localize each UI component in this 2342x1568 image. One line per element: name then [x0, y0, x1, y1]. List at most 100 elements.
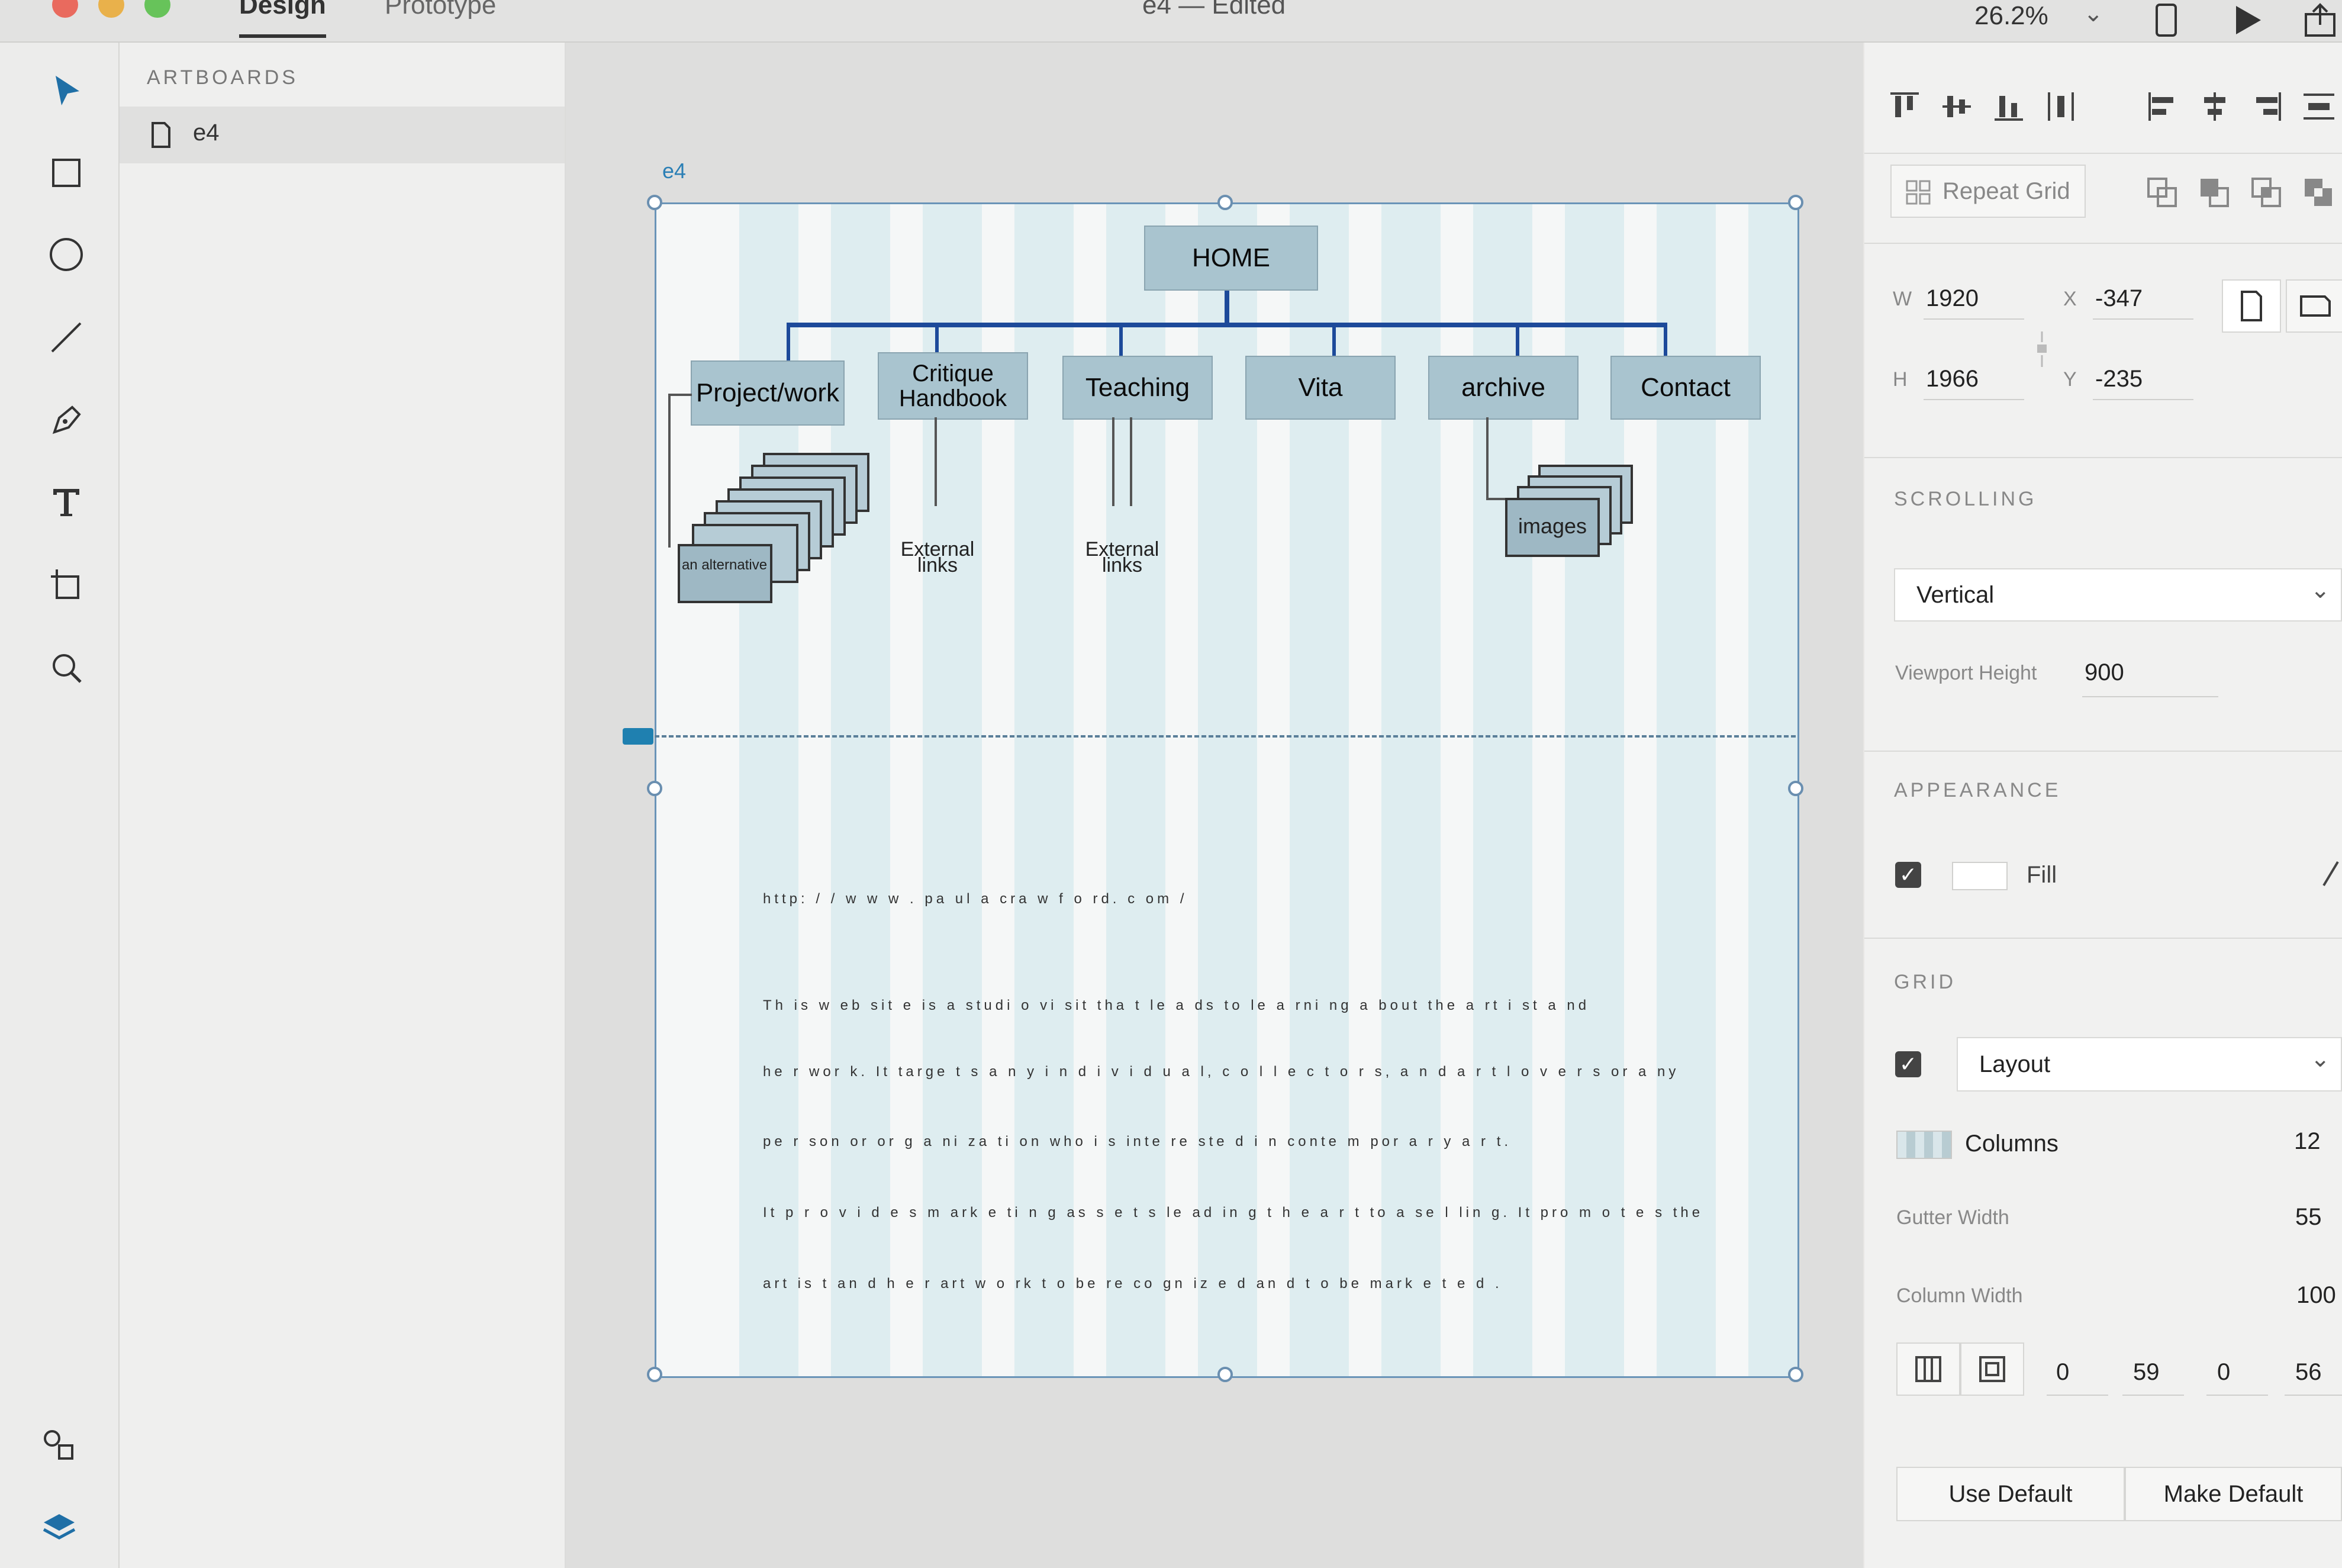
title-bar: Design Prototype e4 — Edited 26.2% ⌄: [0, 0, 2342, 43]
scrolling-select[interactable]: Vertical ⌄: [1894, 568, 2342, 622]
x-field[interactable]: -347: [2095, 285, 2143, 311]
portrait-icon: [2241, 291, 2262, 321]
use-default-button[interactable]: Use Default: [1896, 1467, 2125, 1521]
tab-prototype[interactable]: Prototype: [385, 0, 497, 20]
appearance-heading: APPEARANCE: [1894, 779, 2061, 801]
boolean-exclude-icon[interactable]: [2300, 174, 2338, 212]
device-preview-icon[interactable]: [2154, 2, 2178, 41]
branch-line: [935, 417, 937, 506]
play-icon[interactable]: [2231, 2, 2264, 41]
landscape-icon: [2300, 295, 2331, 317]
body-text-line: Th is w eb sit e is a studi o vi sit tha…: [763, 997, 1590, 1013]
zoom-icon[interactable]: [43, 644, 90, 691]
select-icon[interactable]: [43, 66, 90, 114]
zoom-window-button[interactable]: [144, 0, 170, 18]
images-label: images: [1518, 514, 1587, 538]
individual-margins-icon: [1979, 1356, 2005, 1382]
individual-margins-button[interactable]: [1960, 1342, 2024, 1396]
connector-line: [787, 323, 790, 362]
margin-left-field[interactable]: 56: [2295, 1359, 2322, 1385]
grid-heading: GRID: [1894, 971, 1956, 993]
pen-icon[interactable]: [43, 397, 90, 444]
sitemap-node-vita[interactable]: Vita: [1245, 356, 1396, 420]
resize-handle[interactable]: [647, 781, 662, 796]
width-field[interactable]: 1920: [1926, 285, 1979, 311]
layers-icon[interactable]: [36, 1505, 83, 1552]
tab-design[interactable]: Design: [239, 0, 326, 38]
eyedropper-icon[interactable]: [2320, 859, 2341, 892]
body-text-line: art is t an d h e r art w o rk t o be re…: [763, 1276, 1503, 1292]
gutter-width-field[interactable]: 55: [2295, 1204, 2322, 1230]
width-label: W: [1893, 288, 1912, 310]
align-center-icon[interactable]: [2196, 88, 2234, 125]
repeat-grid-icon: [1906, 180, 1932, 212]
sitemap-node-project-work[interactable]: Project/work: [691, 360, 845, 426]
grid-type-selected: Layout: [1979, 1051, 2051, 1077]
assets-icon[interactable]: [36, 1422, 83, 1469]
resize-handle[interactable]: [1217, 1367, 1233, 1382]
y-field[interactable]: -235: [2095, 366, 2143, 392]
close-window-button[interactable]: [52, 0, 78, 18]
minimize-window-button[interactable]: [98, 0, 124, 18]
chevron-down-icon: ⌄: [2310, 577, 2330, 603]
sitemap-node-teaching[interactable]: Teaching: [1062, 356, 1213, 420]
boolean-add-icon[interactable]: [2144, 174, 2182, 212]
lock-aspect-icon[interactable]: [2031, 331, 2053, 370]
margin-top-field[interactable]: 0: [2056, 1359, 2070, 1385]
boolean-intersect-icon[interactable]: [2248, 174, 2286, 212]
sitemap-node-archive[interactable]: archive: [1428, 356, 1578, 420]
sitemap-node-critique-handbook[interactable]: Critique Handbook: [878, 352, 1028, 420]
resize-handle[interactable]: [1217, 195, 1233, 210]
margin-right-field[interactable]: 59: [2133, 1359, 2160, 1385]
connector-line: [1119, 323, 1123, 356]
canvas[interactable]: e4 HOME Pro: [566, 43, 1863, 1568]
fill-swatch[interactable]: [1952, 862, 2008, 890]
align-bottom-icon[interactable]: [1990, 88, 2028, 125]
column-width-field[interactable]: 100: [2296, 1282, 2336, 1308]
field-underline: [2047, 1395, 2108, 1396]
field-underline: [2093, 318, 2193, 320]
make-default-button[interactable]: Make Default: [2125, 1467, 2342, 1521]
repeat-grid-button[interactable]: Repeat Grid: [1890, 165, 2086, 218]
grid-color-swatch[interactable]: [1896, 1131, 1952, 1159]
resize-handle[interactable]: [1788, 781, 1803, 796]
ellipse-icon[interactable]: [43, 231, 90, 278]
align-right-icon[interactable]: [2248, 88, 2286, 125]
rectangle-icon[interactable]: [43, 149, 90, 197]
viewport-height-handle[interactable]: [623, 728, 653, 745]
resize-handle[interactable]: [647, 195, 662, 210]
artboard[interactable]: HOME Project/work Critique Handbook Teac…: [655, 202, 1799, 1378]
margin-bottom-field[interactable]: 0: [2217, 1359, 2231, 1385]
grid-type-select[interactable]: Layout ⌄: [1957, 1037, 2342, 1092]
chevron-down-icon[interactable]: ⌄: [2083, 1, 2103, 27]
resize-handle[interactable]: [1788, 195, 1803, 210]
align-middle-icon[interactable]: [1938, 88, 1976, 125]
viewport-height-line: [655, 735, 1796, 738]
artboard-icon[interactable]: [43, 561, 90, 608]
columns-field[interactable]: 12: [2294, 1128, 2321, 1154]
field-underline: [1924, 399, 2024, 400]
fill-checkbox[interactable]: ✓: [1895, 862, 1921, 888]
line-icon[interactable]: [43, 314, 90, 361]
layer-item-e4[interactable]: e4: [120, 107, 565, 163]
landscape-orientation-button[interactable]: [2286, 279, 2342, 333]
body-text-line: he r wor k. It targe t s a n y i n d i v…: [763, 1064, 1680, 1080]
height-field[interactable]: 1966: [1926, 366, 1979, 392]
boolean-subtract-icon[interactable]: [2196, 174, 2234, 212]
zoom-level[interactable]: 26.2%: [1974, 1, 2048, 30]
portrait-orientation-button[interactable]: [2222, 279, 2281, 333]
distribute-horizontal-icon[interactable]: [2300, 88, 2338, 125]
artboard-label[interactable]: e4: [662, 159, 687, 183]
grid-checkbox[interactable]: ✓: [1895, 1051, 1921, 1077]
linked-margins-button[interactable]: [1896, 1342, 1960, 1396]
distribute-vertical-icon[interactable]: [2042, 88, 2080, 125]
sitemap-home-node[interactable]: HOME: [1144, 226, 1318, 291]
resize-handle[interactable]: [1788, 1367, 1803, 1382]
share-icon[interactable]: [2302, 2, 2338, 41]
align-left-icon[interactable]: [2144, 88, 2182, 125]
viewport-height-field[interactable]: 900: [2085, 659, 2124, 685]
text-icon[interactable]: [43, 478, 90, 526]
resize-handle[interactable]: [647, 1367, 662, 1382]
sitemap-node-contact[interactable]: Contact: [1610, 356, 1761, 420]
align-top-icon[interactable]: [1886, 88, 1924, 125]
